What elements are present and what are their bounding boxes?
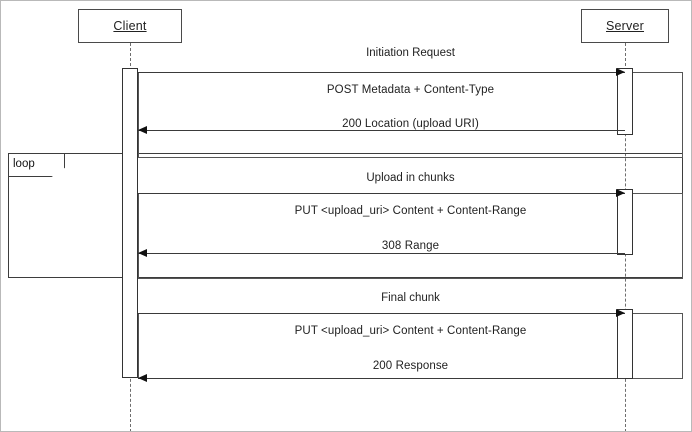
message-line-post-metadata — [138, 72, 625, 73]
arrowhead-200-location — [138, 126, 147, 134]
arrowhead-308-range — [138, 249, 147, 257]
arrowhead-put-final — [616, 309, 625, 317]
arrowhead-put-chunk — [616, 189, 625, 197]
arrowhead-200-response — [138, 374, 147, 382]
participant-client[interactable]: Client — [78, 9, 182, 43]
message-label-200-response: 200 Response — [372, 360, 449, 372]
section-title-initiation-request: Initiation Request — [366, 47, 455, 59]
message-label-308-range: 308 Range — [381, 240, 440, 252]
participant-client-label: Client — [113, 19, 147, 33]
activation-bar-client — [122, 68, 138, 378]
loop-fragment-label: loop — [13, 158, 35, 170]
message-line-200-response — [138, 378, 625, 379]
message-line-put-final — [138, 313, 625, 314]
section-title-upload-in-chunks: Upload in chunks — [366, 172, 455, 184]
message-label-post-metadata: POST Metadata + Content-Type — [326, 84, 495, 96]
message-label-put-final: PUT <upload_uri> Content + Content-Range — [294, 325, 527, 337]
activation-bar-server-1 — [617, 68, 633, 135]
loop-fragment-tab — [9, 154, 65, 177]
message-line-200-location — [138, 130, 625, 131]
activation-bar-server-2 — [617, 189, 633, 255]
message-line-put-chunk — [138, 193, 625, 194]
message-label-200-location: 200 Location (upload URI) — [342, 118, 479, 130]
activation-bar-server-3 — [617, 309, 633, 379]
section-title-final-chunk: Final chunk — [381, 292, 440, 304]
message-label-put-chunk: PUT <upload_uri> Content + Content-Range — [294, 205, 527, 217]
message-line-308-range — [138, 253, 625, 254]
participant-server[interactable]: Server — [581, 9, 669, 43]
arrowhead-post-metadata — [616, 68, 625, 76]
participant-server-label: Server — [605, 19, 645, 33]
